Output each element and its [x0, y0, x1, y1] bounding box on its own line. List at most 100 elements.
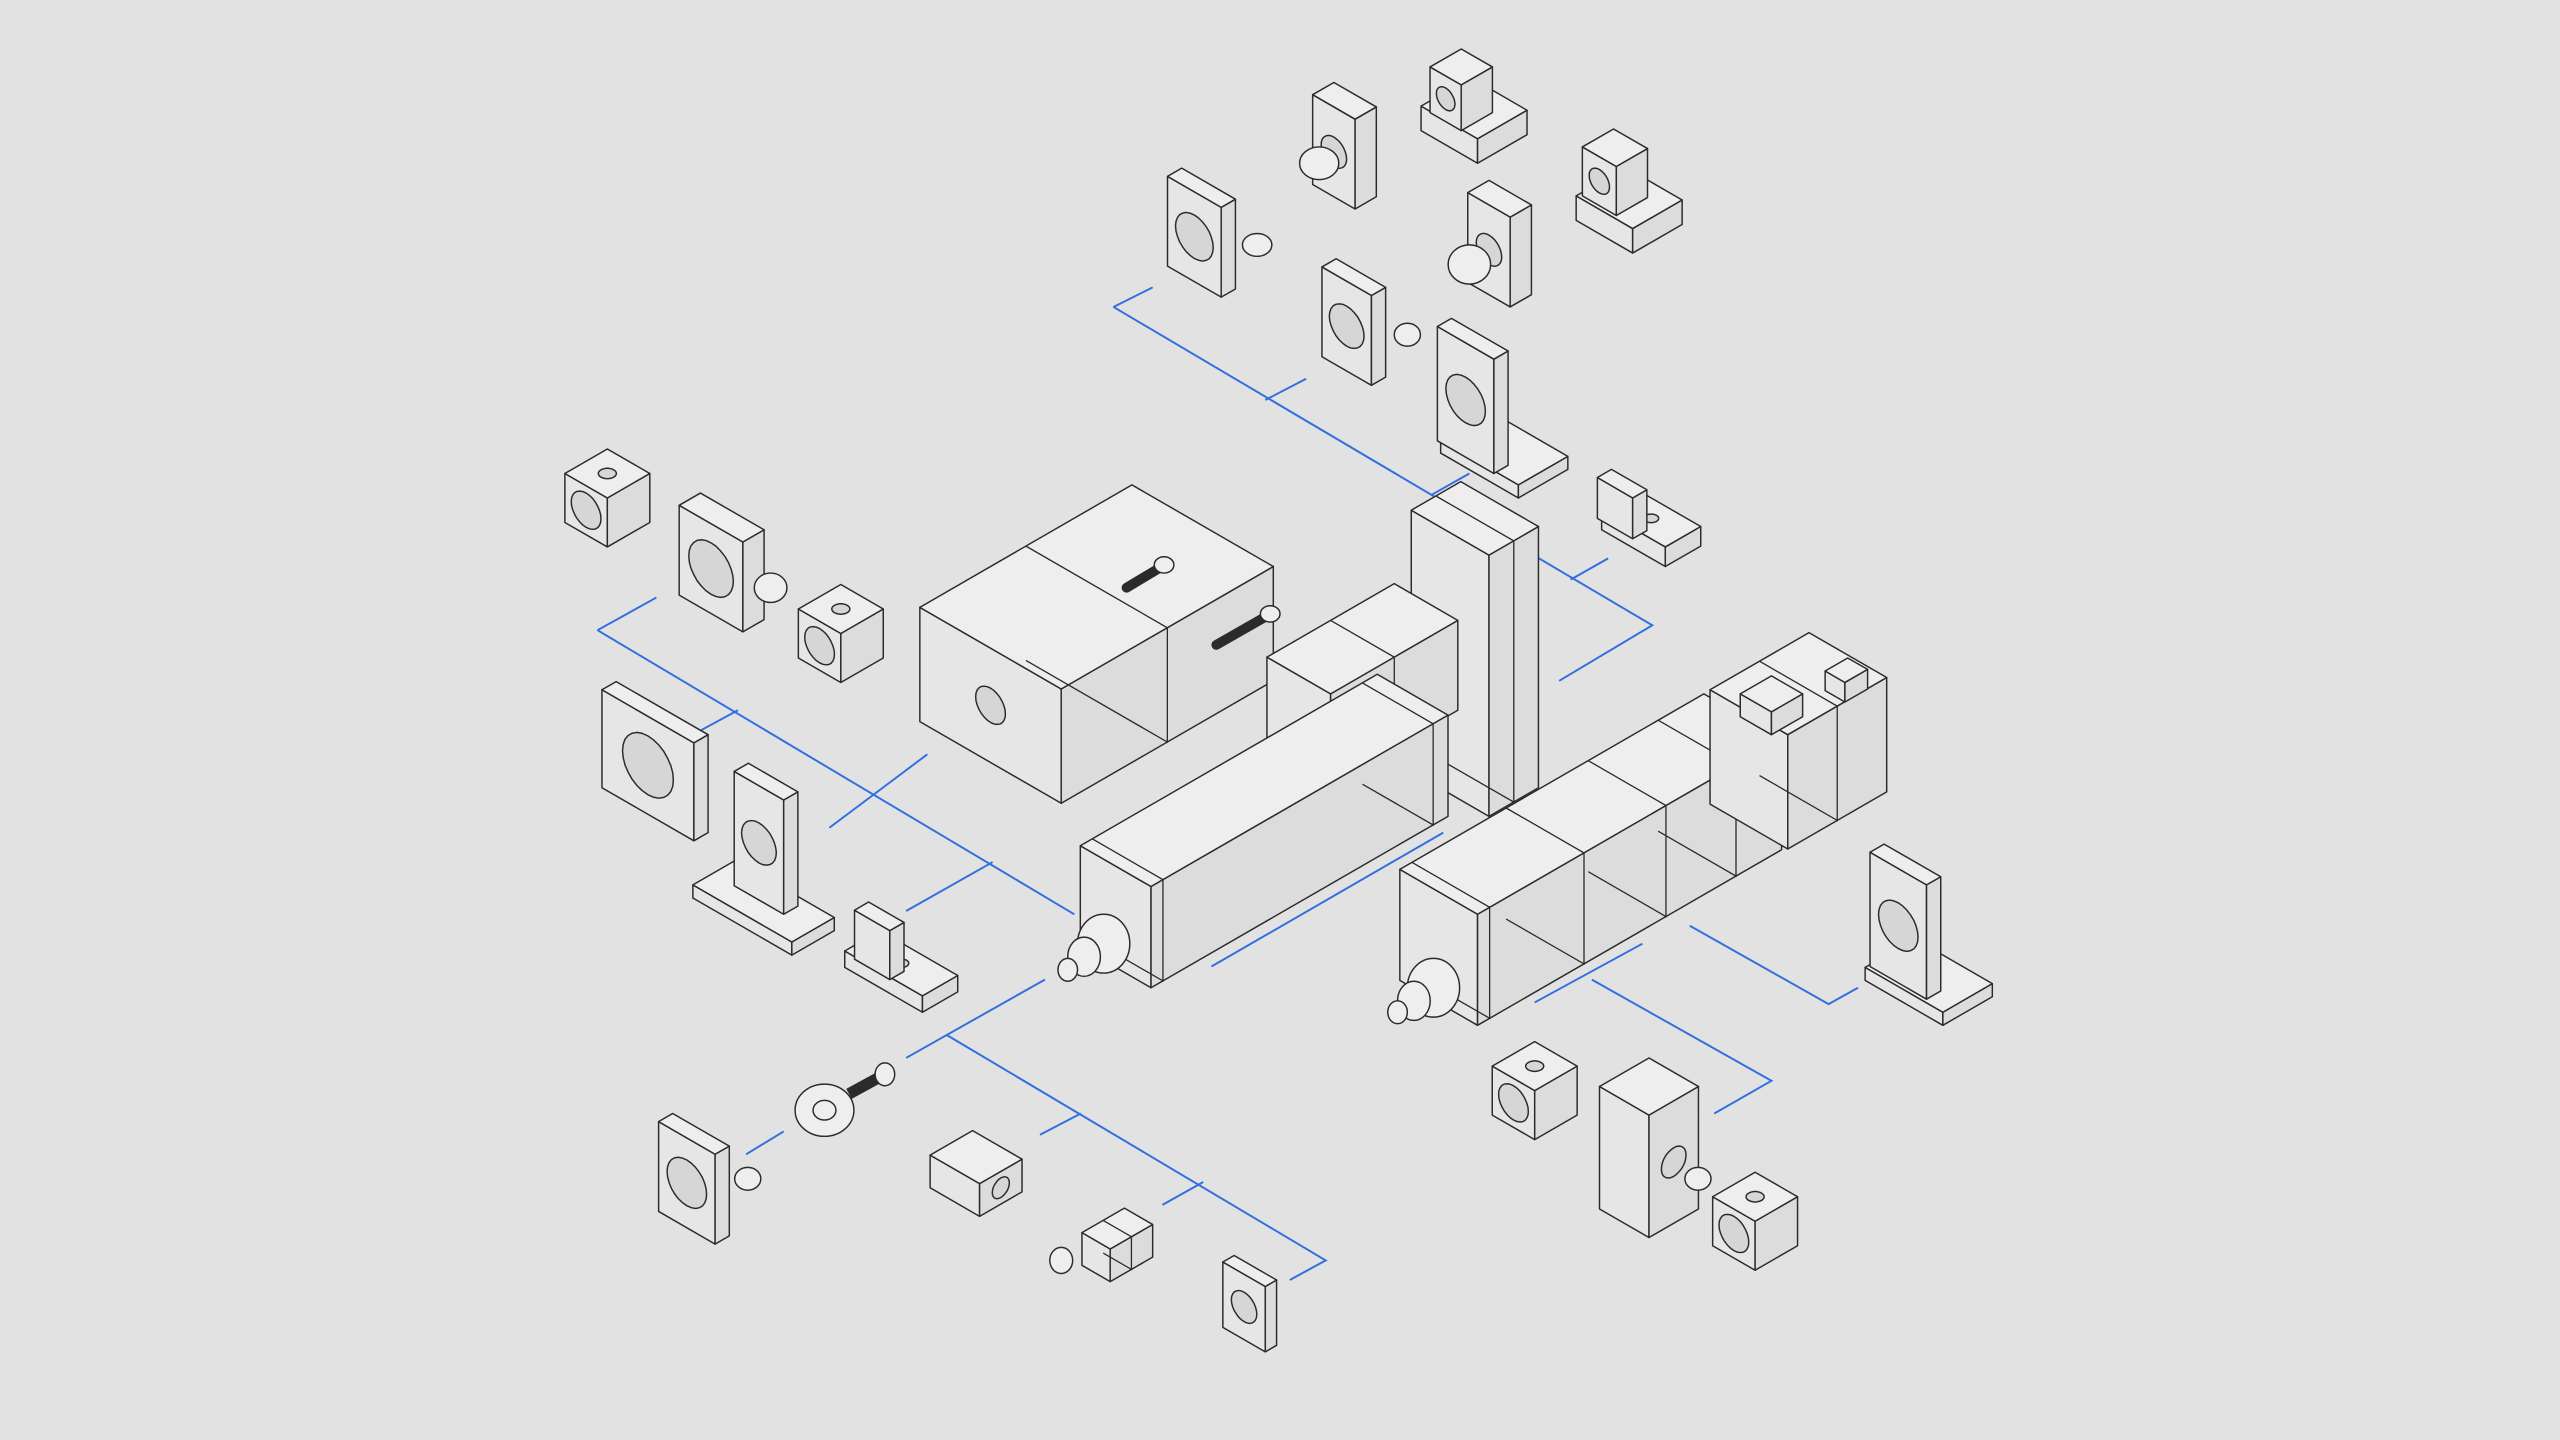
foot-bracket-icon [1864, 843, 1994, 1027]
square-flange-mount-icon [1166, 167, 1273, 298]
hole-icon [688, 539, 735, 599]
square-flange-mount-icon [678, 492, 788, 633]
hole-icon [597, 467, 618, 480]
segment-line [1657, 719, 1737, 878]
face-top [1739, 675, 1804, 713]
cylinder-end [812, 1099, 837, 1121]
square-flange-mount-icon [1321, 258, 1422, 387]
hole-icon [1718, 1213, 1750, 1254]
mounting-block-icon [1711, 1171, 1799, 1271]
face-top [1166, 167, 1237, 209]
connector-line [1534, 942, 1643, 1004]
segment-line [1025, 545, 1168, 744]
face-right [1220, 198, 1237, 298]
connector-line [1210, 831, 1444, 968]
connector-line [828, 753, 928, 829]
face-right [1493, 350, 1509, 475]
segment-line [1435, 495, 1515, 804]
hole-icon [621, 731, 675, 799]
segment-line [1362, 682, 1434, 827]
hole-icon [1877, 899, 1919, 953]
segment-line [1587, 760, 1667, 918]
electric-actuator-inline-motor-icon [1387, 631, 1888, 1027]
cylinder-end [874, 1062, 896, 1087]
connector-line [1689, 924, 1859, 1006]
connector-line [1591, 978, 1774, 1115]
face-top [678, 492, 765, 543]
connector-line [745, 1130, 785, 1156]
hole-icon [1524, 1060, 1545, 1073]
hole-icon [1745, 1190, 1765, 1203]
cylinder-end [1298, 146, 1340, 181]
small-flange-plate-icon [1222, 1254, 1278, 1353]
cylinder-end [1447, 244, 1492, 285]
cylinder-end [1049, 1246, 1074, 1275]
face-right [1925, 876, 1942, 1000]
connector-line [698, 709, 739, 733]
rod-clevis-icon [929, 1129, 1023, 1218]
face-right [782, 791, 799, 916]
cylinder-end [1153, 556, 1175, 574]
face-top [601, 680, 709, 744]
hole-icon [666, 1156, 708, 1210]
face-right [889, 921, 905, 981]
hole-icon [831, 603, 851, 615]
hole-icon [1230, 1289, 1258, 1325]
face-top [1596, 468, 1648, 499]
face-top [1079, 673, 1449, 888]
parts [564, 48, 1994, 1353]
rectangular-flange-plate-icon [601, 680, 709, 842]
connector-lines [597, 286, 1859, 1281]
pivot-block-icon [1420, 48, 1528, 164]
hole-icon [803, 625, 836, 666]
connector-line [1570, 557, 1609, 581]
hole-icon [1174, 211, 1214, 262]
face-top [657, 1112, 731, 1156]
mounting-block-icon [797, 583, 885, 684]
face-top [1429, 48, 1494, 86]
hole-icon [570, 490, 602, 531]
segment-line [1102, 1219, 1133, 1271]
face-right [1509, 204, 1533, 308]
pivot-block-icon [1575, 128, 1683, 254]
connector-line [1112, 306, 1655, 682]
face-top [1311, 81, 1378, 120]
face-top [853, 901, 905, 932]
cylinder-end [1241, 232, 1273, 258]
cylinder-end [733, 1166, 762, 1191]
connector-line [1264, 377, 1307, 401]
face-top [1581, 128, 1649, 168]
face-top [1869, 843, 1942, 886]
piston-rod-end [1057, 957, 1079, 982]
face-top [929, 1129, 1023, 1185]
face-right [693, 733, 709, 842]
face-right [1370, 286, 1387, 387]
foot-bracket-icon [692, 762, 836, 956]
connector-line [597, 629, 1075, 916]
clevis-bracket-icon [1298, 81, 1378, 210]
face-top [1321, 258, 1387, 297]
guide-slide-unit-icon [919, 484, 1281, 804]
clevis-bracket-icon [1447, 179, 1533, 308]
cylinder-end [1259, 604, 1281, 623]
connector-line [1113, 286, 1154, 308]
face-right [1264, 1279, 1278, 1353]
mounting-block-icon [564, 448, 651, 548]
connector-line [1161, 1181, 1204, 1206]
face-top [1222, 1254, 1278, 1288]
hole-icon [991, 1176, 1011, 1200]
face-right [714, 1145, 731, 1245]
face-right [1354, 106, 1378, 210]
face-top [733, 762, 799, 801]
hole-icon [1445, 373, 1487, 427]
hole-icon [1588, 167, 1611, 196]
cylinder-end [1393, 322, 1422, 347]
hole-icon [1497, 1083, 1530, 1123]
angle-bracket-icon [1596, 468, 1702, 568]
mounting-block-icon [1491, 1040, 1578, 1141]
face-top [1467, 179, 1533, 218]
segment-line [1091, 838, 1164, 983]
trunnion-mount-icon [1598, 1057, 1712, 1239]
connector-line [597, 596, 657, 632]
face-top [1598, 1057, 1700, 1116]
